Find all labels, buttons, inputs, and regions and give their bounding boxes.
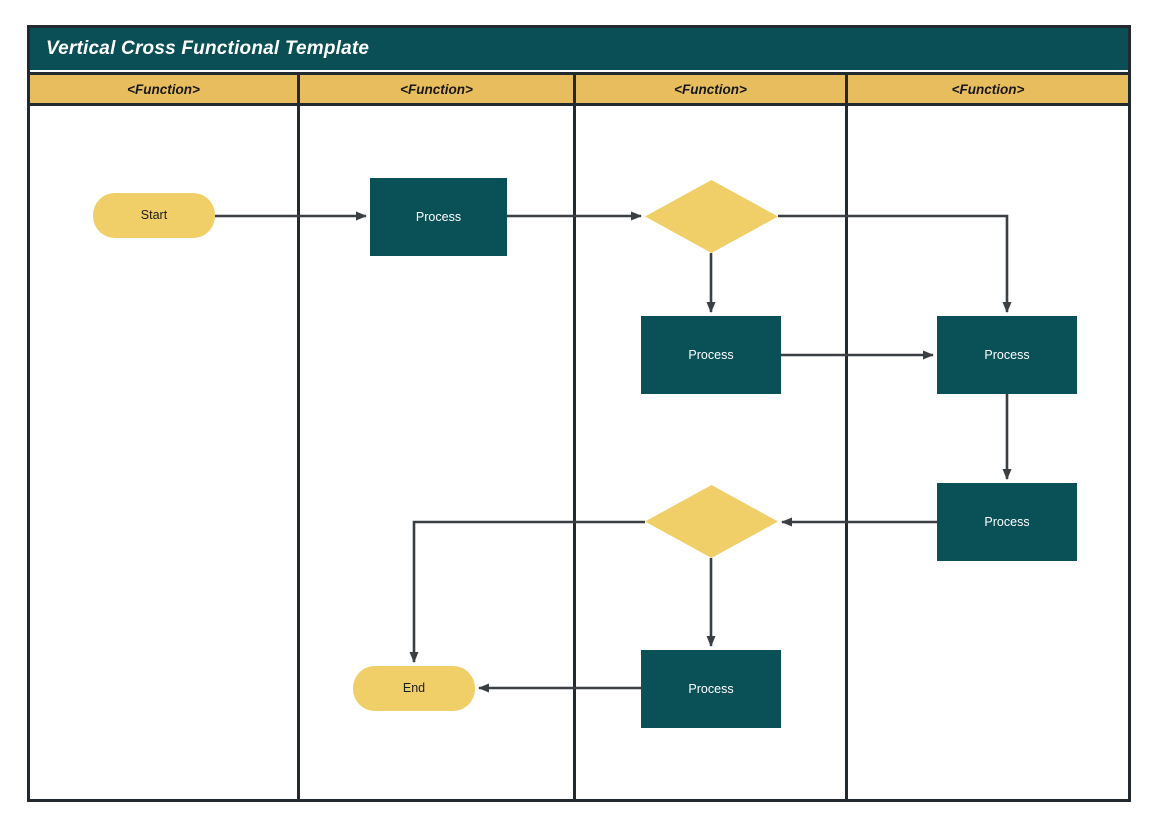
node-start[interactable]: Start [93,193,215,238]
lane-header-2[interactable]: <Function> [576,72,848,106]
node-process-2[interactable]: Process [641,316,781,394]
lane-header-label-2: <Function> [674,81,747,97]
lane-divider-1 [573,106,576,799]
lane-header-label-3: <Function> [951,81,1025,97]
node-process-1[interactable]: Process [370,178,507,256]
lane-header-3[interactable]: <Function> [848,72,1128,106]
node-process-4-label: Process [984,514,1030,529]
node-process-1-label: Process [415,209,462,224]
node-end-label: End [402,681,426,696]
diagram-frame [27,25,1131,802]
node-process-3-label: Process [984,347,1030,362]
node-start-label: Start [140,208,168,223]
diagram-title-band: Vertical Cross Functional Template [30,28,1128,70]
lane-divider-2 [845,106,848,799]
node-process-5-label: Process [688,681,734,696]
lane-divider-0 [297,106,300,799]
node-end[interactable]: End [353,666,475,711]
node-process-2-label: Process [688,347,734,362]
page-title: Vertical Cross Functional Template [46,38,370,59]
node-decision-1[interactable] [645,180,778,253]
node-process-5[interactable]: Process [641,650,781,728]
lane-header-label-1: <Function> [400,81,473,97]
lane-header-row: <Function> <Function> <Function> <Functi… [30,72,1128,106]
node-process-3[interactable]: Process [937,316,1077,394]
decision-diamond-icon [645,180,778,253]
lane-header-label-0: <Function> [127,81,200,97]
lane-header-0[interactable]: <Function> [30,72,300,106]
decision-diamond-icon [645,485,778,558]
node-decision-2[interactable] [645,485,778,558]
lane-header-1[interactable]: <Function> [300,72,576,106]
node-process-4[interactable]: Process [937,483,1077,561]
